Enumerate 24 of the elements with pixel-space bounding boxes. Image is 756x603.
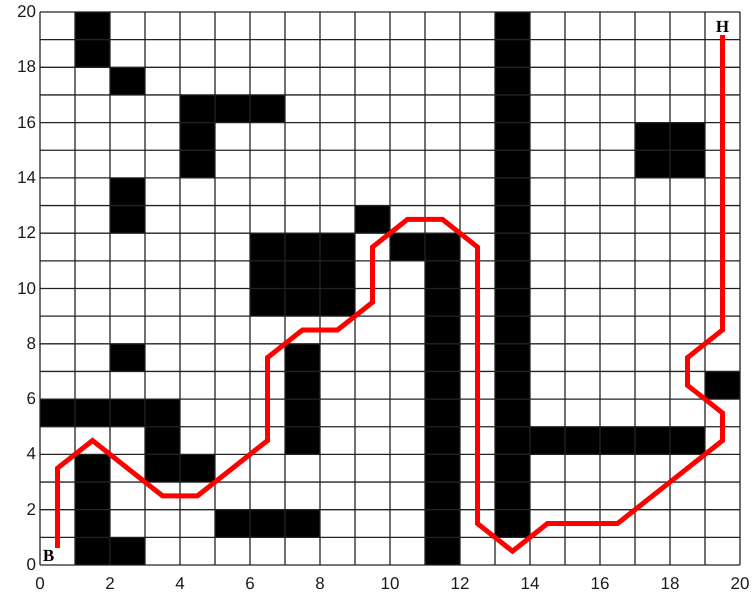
start-marker-label: B [41,548,56,564]
goal-marker-label: H [714,19,730,35]
y-axis-tick-label: 20 [16,3,36,21]
x-axis-tick-label: 4 [174,575,186,593]
y-axis-tick-label: 6 [26,390,36,408]
x-axis-tick-label: 12 [450,575,470,593]
x-axis-tick-label: 16 [590,575,610,593]
x-axis-tick-label: 2 [104,575,116,593]
y-axis-tick-label: 18 [16,58,36,76]
x-axis-tick-label: 20 [730,575,750,593]
x-axis-tick-label: 10 [380,575,400,593]
y-axis-tick-label: 16 [16,114,36,132]
x-axis-tick-label: 6 [244,575,256,593]
x-axis-tick-label: 18 [660,575,680,593]
x-axis-tick-label: 14 [520,575,540,593]
x-axis-tick-label: 0 [34,575,46,593]
y-axis-tick-label: 10 [16,280,36,298]
y-axis-tick-label: 8 [26,334,36,353]
y-axis-tick-label: 12 [16,224,36,242]
y-axis-tick-label: 4 [26,445,36,464]
x-axis-tick-label: 8 [314,575,326,593]
y-axis-tick-label: 14 [16,168,36,187]
y-axis-tick-label: 0 [26,556,36,574]
y-axis-tick-label: 2 [26,500,36,519]
